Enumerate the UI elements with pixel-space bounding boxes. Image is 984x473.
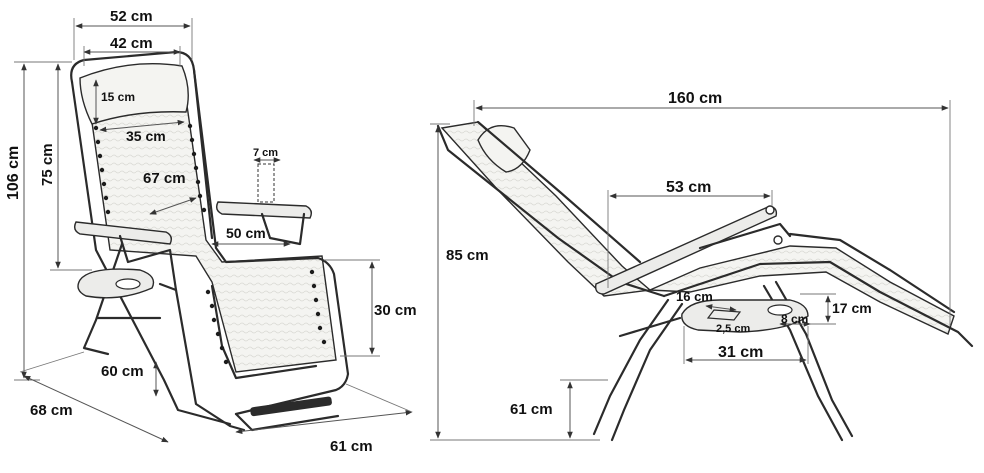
side-sling-fabric	[440, 121, 652, 297]
side-cup-diameter-label: 16 cm	[676, 289, 713, 304]
front-width-backrest-label: 42 cm	[110, 35, 153, 52]
frame-leg-left-back	[82, 242, 124, 356]
frame-leg-left-front	[158, 282, 246, 432]
side-view-chair	[436, 120, 974, 442]
side-total-length-label: 160 cm	[668, 90, 722, 107]
side-frame-back-rail	[436, 124, 666, 298]
side-armrest-support	[698, 222, 792, 250]
side-tray-length-label: 31 cm	[718, 344, 763, 361]
side-total-height-label: 85 cm	[446, 247, 489, 264]
side-armrest-pivot	[765, 205, 775, 215]
front-depth-label: 60 cm	[101, 363, 144, 380]
front-width-total-label: 52 cm	[110, 8, 153, 25]
front-seat-length-label: 67 cm	[143, 170, 186, 187]
side-armrest-length-label: 53 cm	[666, 179, 711, 196]
front-total-height-label: 106 cm	[5, 146, 22, 200]
front-base-width-label: 61 cm	[330, 438, 373, 455]
armrest-left	[73, 221, 173, 245]
side-frame-footrest-rail-2	[788, 232, 956, 314]
front-view-chair	[70, 50, 350, 432]
side-tray-rim-label: 2,5 cm	[716, 323, 750, 335]
front-armrest-gap-label: 7 cm	[253, 147, 278, 159]
armrest-right-support	[260, 212, 306, 246]
side-headrest-pillow	[477, 125, 531, 173]
elastic-laces	[93, 123, 327, 365]
armrest-right	[215, 201, 313, 219]
armrest-left-support	[118, 234, 178, 292]
side-leg-crossbar	[618, 316, 682, 338]
side-cup-hole	[767, 304, 793, 316]
side-footrest-fabric	[649, 245, 955, 335]
front-pillow-height-label: 15 cm	[101, 90, 135, 104]
front-seat-height-label: 30 cm	[374, 302, 417, 319]
side-tray-height-label: 8 cm	[781, 312, 808, 326]
front-seat-width-label: 50 cm	[226, 225, 266, 241]
side-seat-height-label: 61 cm	[510, 401, 553, 418]
cup-holder-hole	[115, 278, 141, 290]
frame-footrest-inner	[210, 284, 318, 380]
side-frame-footrest-rail	[662, 260, 974, 348]
side-seat-pivot	[773, 235, 783, 245]
frame-seat-rail	[192, 68, 350, 416]
side-leg-front-inner	[610, 302, 684, 442]
front-backrest-height-label: 75 cm	[39, 143, 56, 186]
headrest-pillow	[79, 63, 189, 125]
front-view-dimensions	[14, 18, 413, 443]
frame-base-footbar	[250, 396, 332, 417]
side-leg-front	[592, 298, 670, 436]
side-view-dimensions	[430, 100, 951, 441]
front-side-depth-label: 68 cm	[30, 402, 73, 419]
front-pillow-width-label: 35 cm	[126, 128, 166, 144]
side-cup-depth-label: 17 cm	[832, 300, 872, 316]
side-frame-upper-rail	[476, 120, 642, 264]
